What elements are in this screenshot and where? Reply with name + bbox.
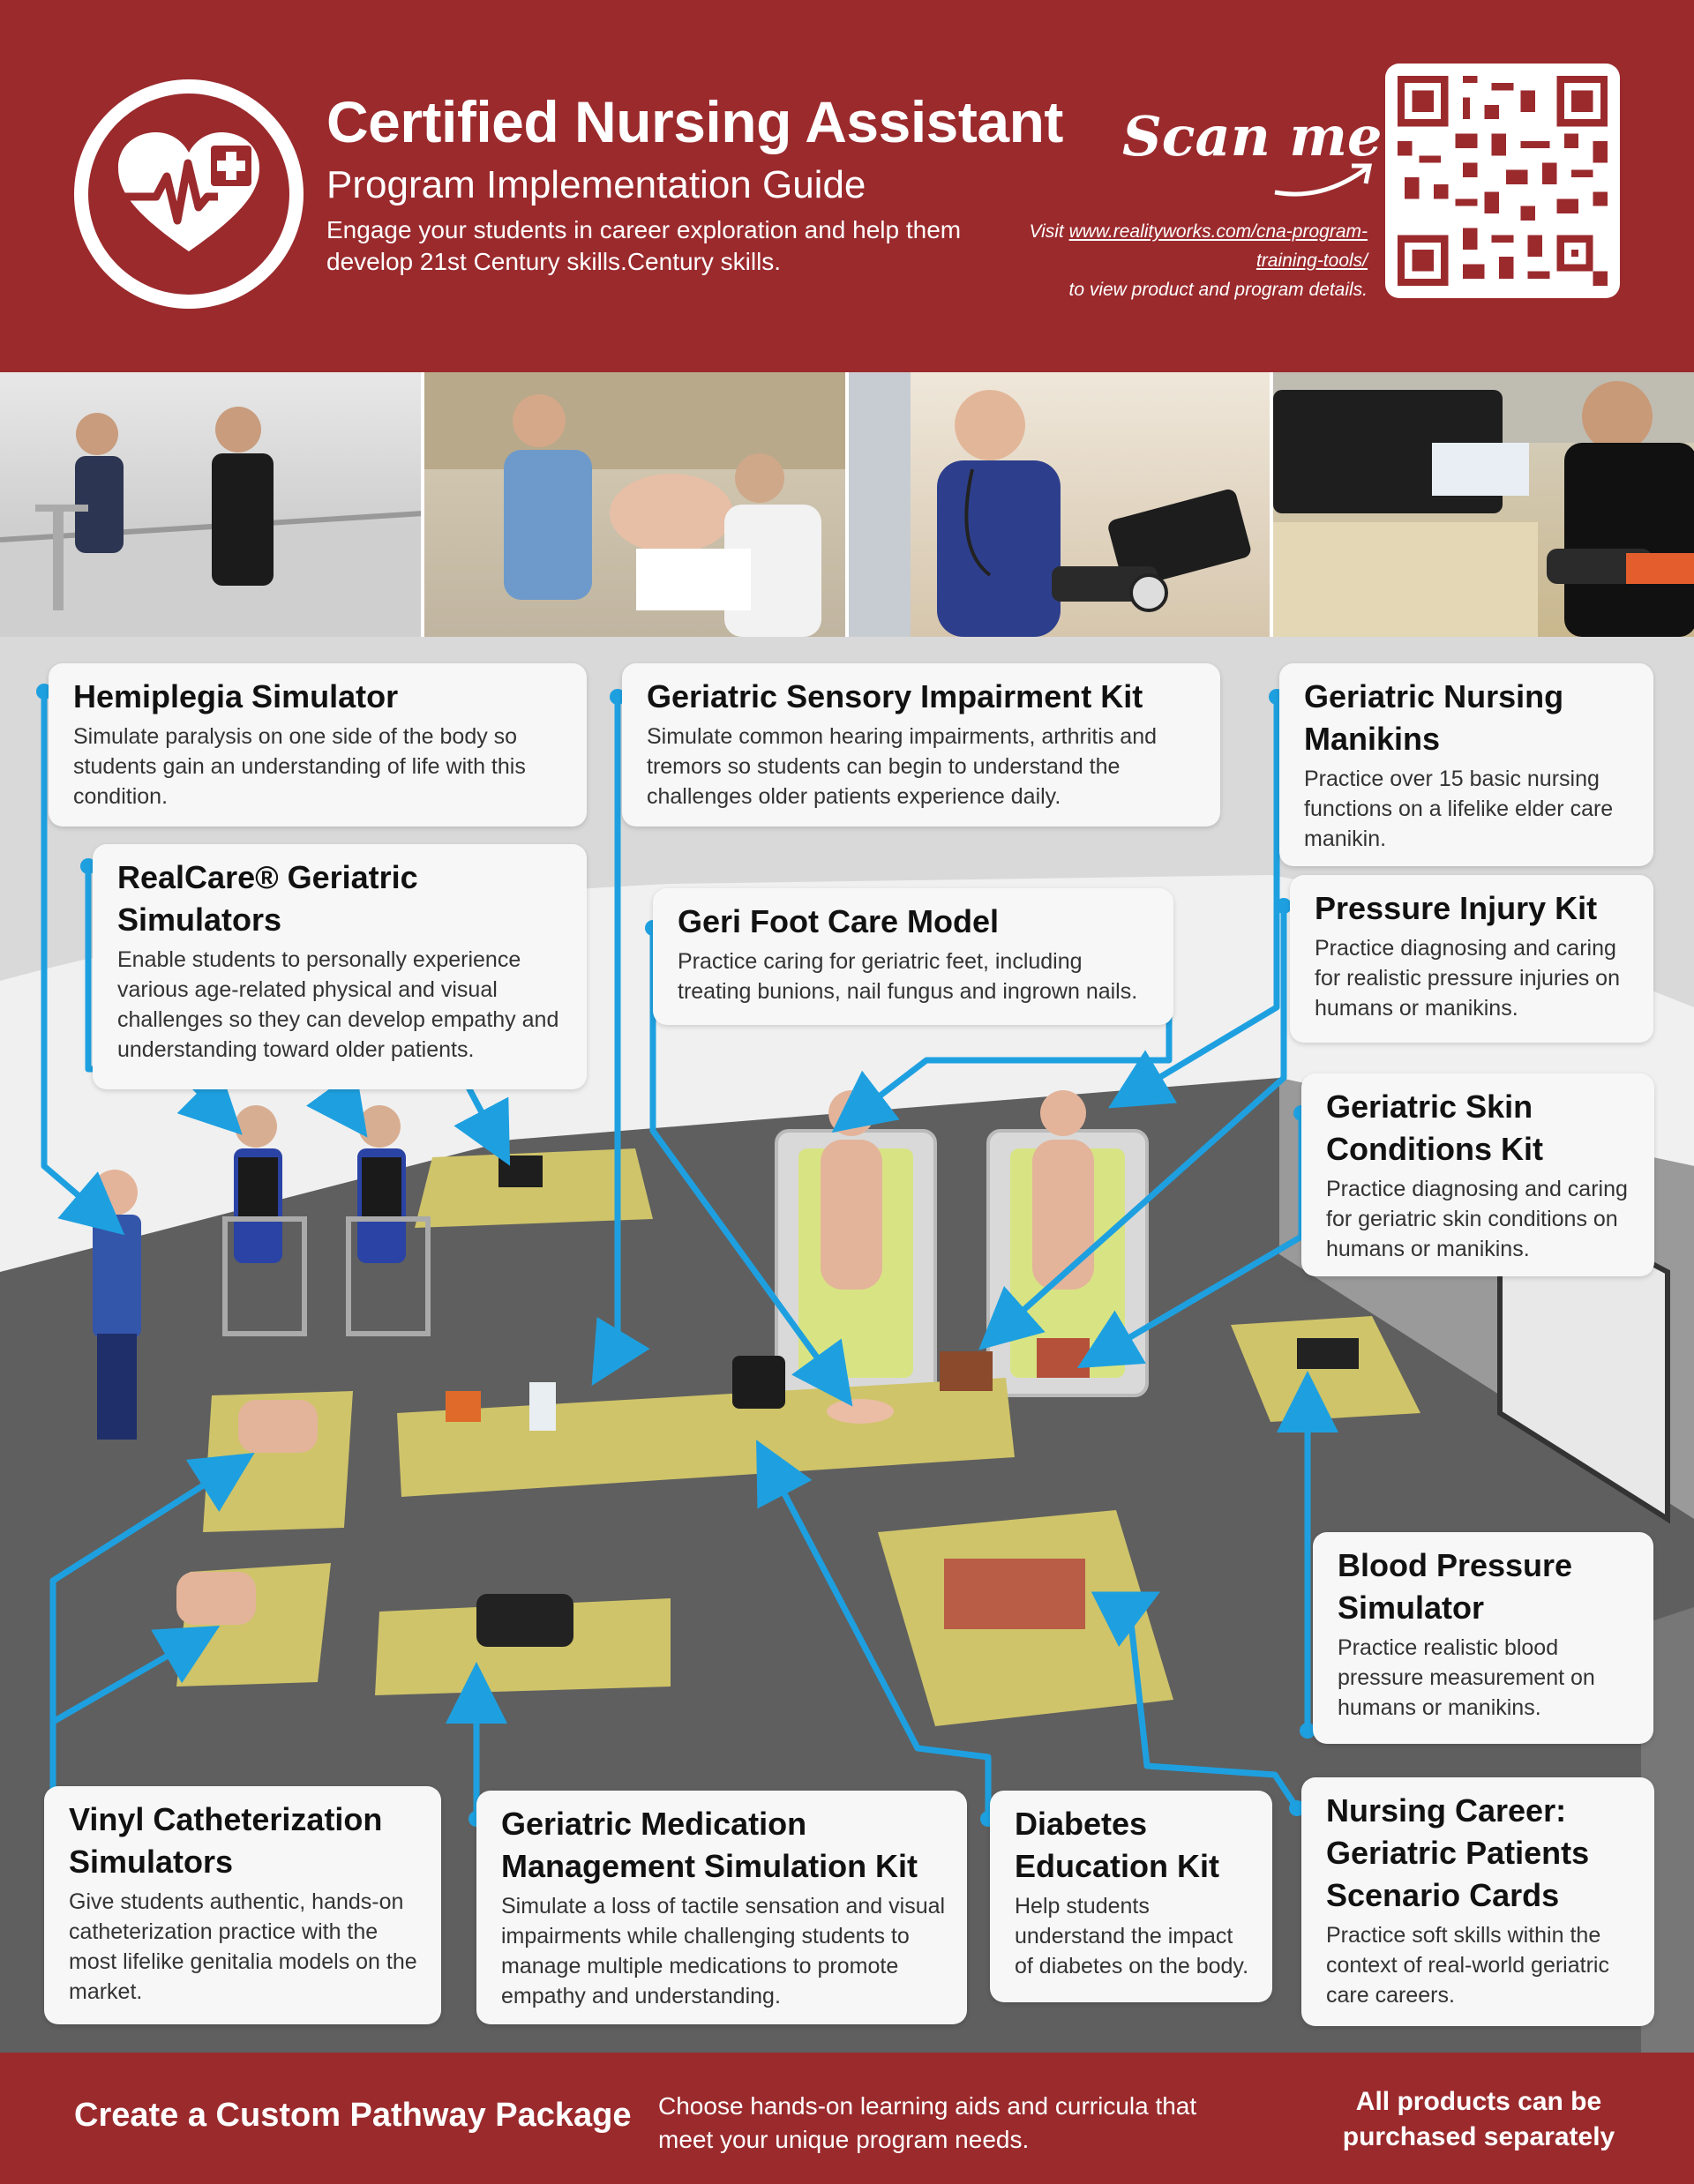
product-title: Geriatric Skin Conditions Kit — [1326, 1088, 1543, 1167]
arrow-to-qr-icon — [1274, 163, 1373, 197]
card-blood-pressure-simulator: Blood Pressure Simulator Practice realis… — [1313, 1532, 1653, 1744]
hospital-bed-left — [775, 1090, 937, 1397]
product-description: Practice caring for geriatric feet, incl… — [678, 949, 1138, 1004]
product-description: Simulate a loss of tactile sensation and… — [501, 1894, 946, 2008]
card-geriatric-nursing-manikins: Geriatric Nursing Manikins Practice over… — [1279, 663, 1653, 866]
product-description: Simulate common hearing impairments, art… — [647, 724, 1158, 809]
qr-code[interactable] — [1385, 64, 1620, 298]
card-vinyl-catheterization-simulators: Vinyl Catheterization Simulators Give st… — [44, 1786, 441, 2024]
product-description: Give students authentic, hands-on cathet… — [69, 1889, 417, 2004]
hemiplegia-simulator-photo — [0, 372, 424, 637]
product-title: Geriatric Sensory Impairment Kit — [647, 678, 1143, 714]
figure-geriatric-1 — [222, 1105, 307, 1336]
product-description: Practice diagnosing and caring for reali… — [1315, 936, 1620, 1021]
card-geriatric-medication-management-kit: Geriatric Medication Management Simulati… — [476, 1791, 967, 2024]
page-title: Certified Nursing Assistant — [326, 89, 1063, 154]
logo — [74, 79, 304, 309]
heart-pulse-plus-icon — [118, 132, 259, 251]
scan-me-label: Scan me — [1122, 104, 1383, 168]
product-title: Diabetes Education Kit — [1015, 1806, 1219, 1884]
product-title: RealCare® Geriatric Simulators — [117, 859, 418, 938]
card-diabetes-education-kit: Diabetes Education Kit Help students und… — [990, 1791, 1272, 2002]
product-description: Simulate paralysis on one side of the bo… — [73, 724, 526, 809]
tagline: Engage your students in career explorati… — [326, 216, 962, 275]
card-hemiplegia-simulator: Hemiplegia Simulator Simulate paralysis … — [49, 663, 587, 826]
header-banner: Certified Nursing Assistant Program Impl… — [0, 0, 1694, 372]
product-description: Practice realistic blood pressure measur… — [1338, 1635, 1595, 1720]
catheterization-photo — [424, 372, 849, 637]
card-geriatric-skin-conditions-kit: Geriatric Skin Conditions Kit Practice d… — [1301, 1073, 1654, 1276]
photo-strip — [0, 372, 1694, 637]
product-description: Help students understand the impact of d… — [1015, 1894, 1249, 1978]
card-geriatric-sensory-impairment-kit: Geriatric Sensory Impairment Kit Simulat… — [622, 663, 1220, 826]
product-description: Practice over 15 basic nursing functions… — [1304, 767, 1614, 851]
card-nursing-career-scenario-cards: Nursing Career: Geriatric Patients Scena… — [1301, 1777, 1654, 2026]
product-title: Geriatric Medication Management Simulati… — [501, 1806, 918, 1884]
card-realcare-geriatric-simulators: RealCare® Geriatric Simulators Enable st… — [93, 844, 587, 1089]
footer-banner: Create a Custom Pathway Package Choose h… — [0, 2053, 1694, 2184]
page-subtitle: Program Implementation Guide — [326, 163, 866, 206]
product-title: Hemiplegia Simulator — [73, 678, 399, 714]
footer-heading: Create a Custom Pathway Package — [74, 2097, 632, 2134]
product-description: Practice soft skills within the context … — [1326, 1923, 1609, 2008]
product-description: Enable students to personally experience… — [117, 947, 559, 1062]
sensory-impairment-photo — [1273, 372, 1694, 637]
product-title: Nursing Career: Geriatric Patients Scena… — [1326, 1792, 1590, 1913]
product-title: Blood Pressure Simulator — [1338, 1547, 1573, 1626]
blood-pressure-photo — [849, 372, 1273, 637]
footer-note: All products can be purchased separately — [1342, 2087, 1615, 2151]
footer-description: Choose hands-on learning aids and curric… — [658, 2092, 1197, 2153]
card-pressure-injury-kit: Pressure Injury Kit Practice diagnosing … — [1290, 875, 1653, 1043]
classroom-illustration: Hemiplegia Simulator Simulate paralysis … — [0, 637, 1694, 2053]
product-title: Geri Foot Care Model — [678, 903, 1000, 939]
product-title: Pressure Injury Kit — [1315, 890, 1598, 926]
product-link[interactable]: www.realityworks.com/cna-program-trainin… — [1068, 221, 1368, 271]
visit-text: Visit www.realityworks.com/cna-program-t… — [1029, 221, 1368, 300]
product-title: Geriatric Nursing Manikins — [1304, 678, 1564, 757]
product-description: Practice diagnosing and caring for geria… — [1326, 1177, 1628, 1261]
product-title: Vinyl Catheterization Simulators — [69, 1801, 383, 1880]
card-geri-foot-care-model: Geri Foot Care Model Practice caring for… — [653, 888, 1173, 1025]
figure-geriatric-2 — [346, 1105, 431, 1336]
